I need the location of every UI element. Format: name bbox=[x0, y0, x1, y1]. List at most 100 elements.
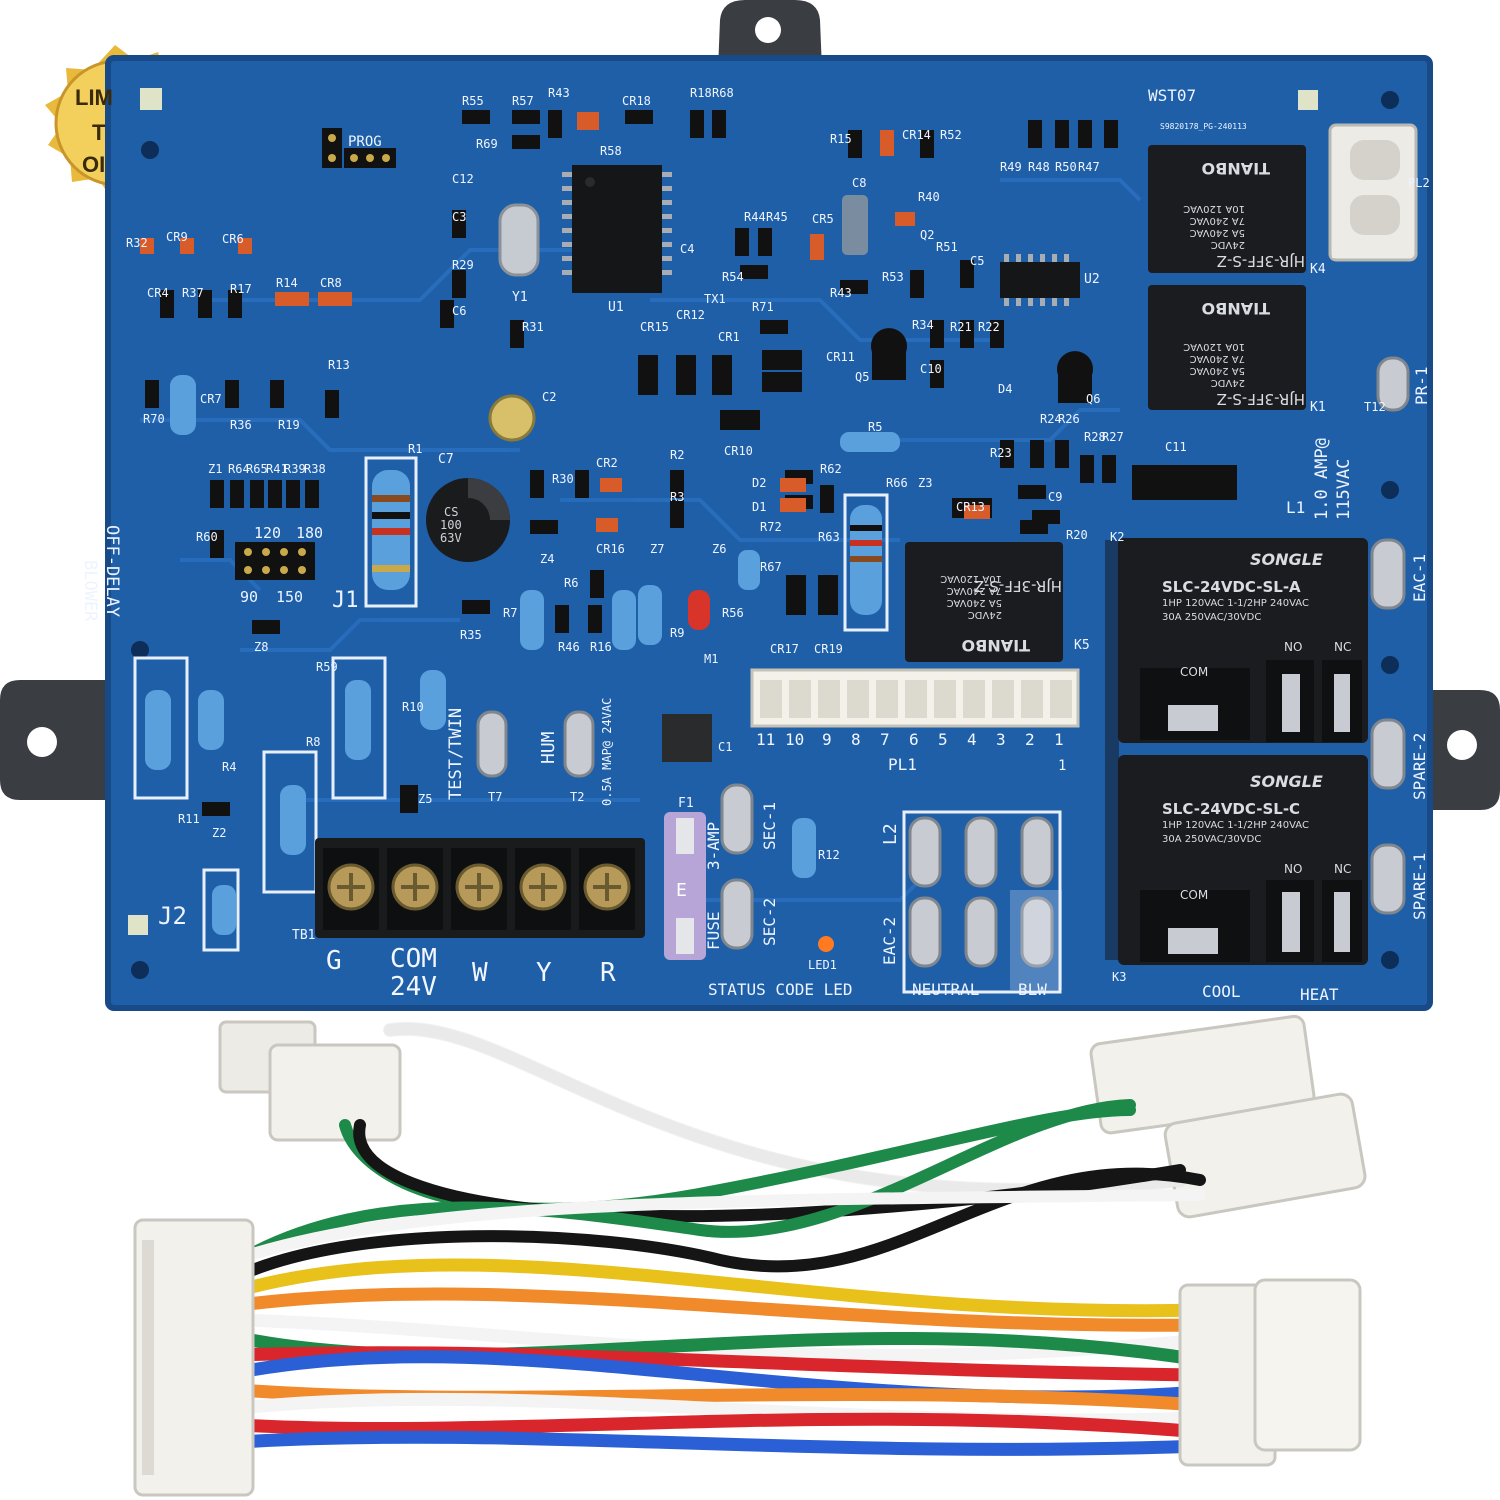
pcb bbox=[108, 58, 1430, 1008]
relay-k1-coil: 24VDC bbox=[1210, 377, 1245, 388]
jumper-j2-label: J2 bbox=[158, 902, 187, 930]
capacitor-text-1: CS bbox=[444, 505, 459, 519]
terminal-label-w: W bbox=[472, 958, 488, 988]
relay-k1-brand: TIANBO bbox=[1201, 299, 1270, 318]
prog-label: PROG bbox=[348, 134, 382, 150]
pl1-label: PL1 bbox=[888, 755, 917, 774]
relay-k2-id: K2 bbox=[1110, 530, 1125, 544]
relay-k3-id: K3 bbox=[1112, 970, 1127, 984]
pl1-pin-4: 4 bbox=[967, 730, 977, 749]
pl1-pin-10: 10 bbox=[785, 730, 805, 749]
relay-k3 bbox=[1118, 755, 1368, 965]
status-led-label: STATUS CODE LED bbox=[708, 980, 853, 999]
relay-k2-nc: NC bbox=[1334, 640, 1352, 654]
relay-k5-r2: 7A 240VAC bbox=[946, 585, 1002, 596]
blower-opt-90: 90 bbox=[240, 588, 259, 606]
relay-k3-no: NO bbox=[1284, 862, 1303, 876]
relay-k2-com: COM bbox=[1180, 665, 1209, 679]
blower-delay-jumper bbox=[235, 542, 315, 580]
pl1-pin-8: 8 bbox=[851, 730, 861, 749]
capacitor-text-2: 100 bbox=[440, 518, 462, 532]
connector-pl1 bbox=[750, 668, 1080, 728]
fuse-id: F1 bbox=[678, 796, 694, 811]
cool-label: COOL bbox=[1202, 982, 1241, 1001]
relay-k4-coil: 24VDC bbox=[1210, 239, 1245, 250]
terminal-label-g: G bbox=[326, 946, 342, 976]
wire-harness bbox=[133, 1014, 1367, 1497]
relay-k1-r3: 10A 120VAC bbox=[1183, 341, 1245, 352]
capacitor-c7 bbox=[426, 478, 510, 562]
relay-k5-r3: 10A 120VAC bbox=[940, 573, 1002, 584]
hum-rating: 0.5A MAP@ 24VAC bbox=[600, 697, 614, 806]
relay-k4-r2: 7A 240VAC bbox=[1189, 215, 1245, 226]
relay-k3-spec-2: 30A 250VAC/30VDC bbox=[1162, 834, 1262, 845]
pl1-pin-3: 3 bbox=[996, 730, 1006, 749]
relay-k1 bbox=[1148, 285, 1306, 410]
ic-u2 bbox=[1000, 262, 1080, 298]
heat-label: HEAT bbox=[1300, 985, 1339, 1004]
badge-line-2: T bbox=[92, 120, 106, 145]
terminal-label-com: COM bbox=[390, 944, 437, 974]
blower-opt-150: 150 bbox=[276, 588, 304, 606]
eac-2-label: EAC-2 bbox=[880, 916, 899, 965]
crystal-label: Y1 bbox=[512, 290, 528, 305]
relay-k5-brand: TIANBO bbox=[961, 636, 1030, 655]
pl1-pin-5: 5 bbox=[938, 730, 948, 749]
crystal-y1 bbox=[498, 203, 540, 277]
board-model: WST07 bbox=[1148, 86, 1197, 105]
relay-k5-coil: 24VDC bbox=[967, 609, 1002, 620]
relay-k5 bbox=[905, 542, 1063, 662]
l2-label: L2 bbox=[880, 823, 901, 845]
badge-line-1: LIM bbox=[75, 85, 113, 110]
fuse-label: FUSE bbox=[704, 911, 723, 950]
board-serial: S9820178_PG-240113 bbox=[1160, 122, 1247, 131]
fuse-rating: 3-AMP bbox=[704, 821, 723, 870]
relay-k2-spec-1: 1HP 120VAC 1-1/2HP 240VAC bbox=[1162, 598, 1309, 609]
blw-label: BLW bbox=[1018, 980, 1047, 999]
relay-k4-r3: 10A 120VAC bbox=[1183, 203, 1245, 214]
relay-k3-com: COM bbox=[1180, 888, 1209, 902]
jumper-j1-label: J1 bbox=[332, 588, 359, 613]
ampacity-line-2: 115VAC bbox=[1334, 458, 1354, 520]
terminal-label-y: Y bbox=[536, 958, 552, 988]
relay-k3-brand: SONGLE bbox=[1250, 772, 1323, 791]
spare-2-label: SPARE-2 bbox=[1410, 732, 1429, 800]
relay-k4-model: HJR-3FF-S-Z bbox=[1216, 252, 1305, 270]
relay-k1-model: HJR-3FF-S-Z bbox=[1216, 390, 1305, 408]
relay-k4-r1: 5A 240VAC bbox=[1189, 227, 1245, 238]
relay-k3-nc: NC bbox=[1334, 862, 1352, 876]
sec-1-label: SEC-1 bbox=[760, 801, 779, 850]
hum-label: HUM bbox=[538, 731, 559, 764]
prog-header bbox=[322, 128, 396, 168]
terminal-block-tb1 bbox=[315, 838, 645, 938]
relay-k4-id: K4 bbox=[1310, 262, 1326, 277]
relay-k5-id: K5 bbox=[1074, 638, 1090, 653]
relay-k3-model: SLC-24VDC-SL-C bbox=[1162, 800, 1301, 818]
blower-opt-180: 180 bbox=[296, 524, 324, 542]
tb1-label: TB1 bbox=[292, 928, 316, 943]
pl1-pin-2: 2 bbox=[1025, 730, 1035, 749]
fuse-letter: E bbox=[676, 880, 687, 901]
relay-k1-id: K1 bbox=[1310, 400, 1326, 415]
fuse-f1 bbox=[664, 812, 706, 960]
resistors bbox=[145, 375, 900, 935]
microcontroller-u1 bbox=[562, 165, 672, 293]
spade-terminals bbox=[476, 356, 1410, 968]
relay-k3-spec-1: 1HP 120VAC 1-1/2HP 240VAC bbox=[1162, 820, 1309, 831]
capacitor-text-3: 63V bbox=[440, 531, 462, 545]
relay-k4 bbox=[1148, 145, 1306, 273]
relay-k2-spec-2: 30A 250VAC/30VDC bbox=[1162, 612, 1262, 623]
relay-k2-brand: SONGLE bbox=[1250, 550, 1323, 569]
sec-2-label: SEC-2 bbox=[760, 897, 779, 946]
ampacity-line-1: 1.0 AMP@ bbox=[1312, 438, 1332, 520]
pl1-pin-6: 6 bbox=[909, 730, 919, 749]
terminal-label-24v: 24V bbox=[390, 972, 437, 1002]
blower-label-1: BLOWER bbox=[80, 560, 100, 622]
neutral-label: NEUTRAL bbox=[912, 980, 980, 999]
pr-1-label: PR-1 bbox=[1412, 366, 1431, 405]
blower-opt-120: 120 bbox=[254, 524, 282, 542]
pl1-pin-7: 7 bbox=[880, 730, 890, 749]
ic-u2-label: U2 bbox=[1084, 272, 1100, 287]
